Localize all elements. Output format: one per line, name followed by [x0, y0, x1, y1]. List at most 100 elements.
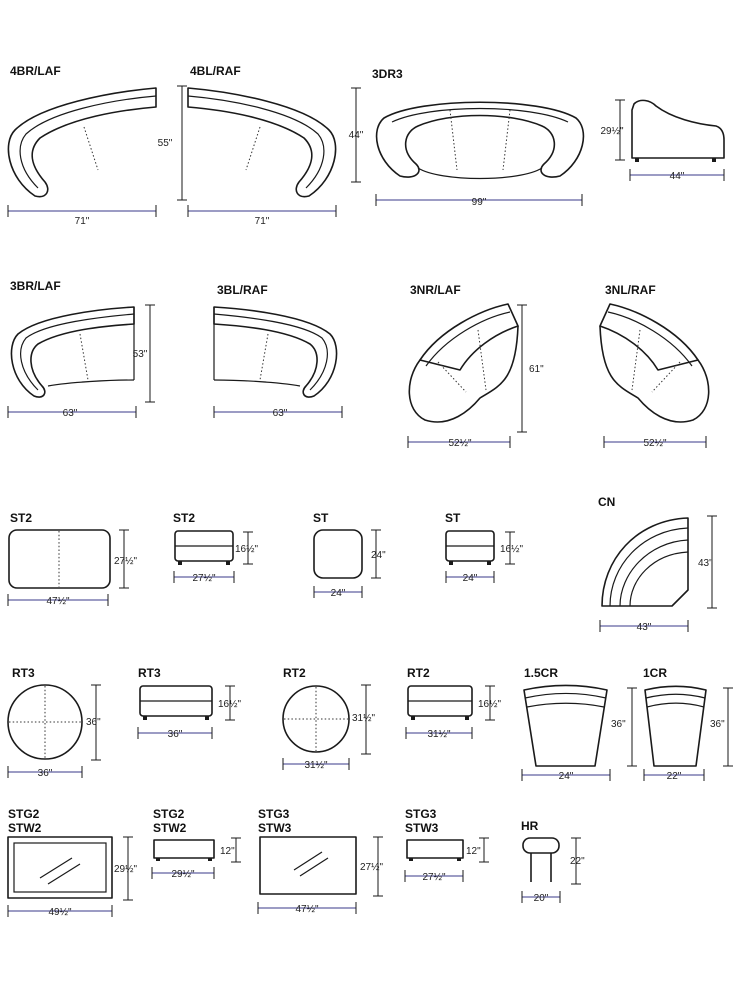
leg [487, 561, 491, 565]
leg [712, 158, 716, 162]
piece-hr: HR 20" 22" [521, 819, 585, 904]
chair-outline [523, 684, 608, 767]
piece-label-rt2: RT2 [283, 666, 306, 680]
corner-back-line [609, 527, 689, 607]
piece-label-stg3: STG3 [405, 807, 437, 821]
leg [208, 858, 212, 861]
width-dim-text: 52½" [448, 438, 471, 449]
side-outline [631, 99, 725, 159]
piece-label-st2: ST2 [10, 511, 32, 525]
chair-back-line [645, 693, 706, 699]
table-top-outline [259, 836, 357, 895]
corner-seat-line [629, 551, 689, 607]
wedge-outline [599, 303, 699, 371]
chair-outline [644, 685, 707, 767]
corner-outline [601, 517, 689, 607]
piece-label-1cr: 1CR [643, 666, 667, 680]
depth-dim-text: 61" [529, 364, 544, 375]
width-dim-text: 36" [38, 768, 53, 779]
leg [205, 716, 209, 720]
chair-seat-line [526, 702, 605, 708]
leg [226, 561, 230, 565]
piece-label-cn: CN [598, 495, 615, 509]
width-dim-text: 47½" [46, 596, 69, 607]
width-dim-text: 24" [559, 771, 574, 782]
width-dim-text: 71" [255, 216, 270, 227]
depth-dim-text: 31½" [352, 713, 375, 724]
piece-label-3br-laf: 3BR/LAF [10, 279, 61, 293]
glass-reflection-line [39, 857, 73, 879]
width-dim-text: 71" [75, 216, 90, 227]
piece-3nl-raf: 3NL/RAF 52½" [599, 283, 710, 449]
depth-dim-text: 43" [698, 558, 713, 569]
sofa-outline [7, 87, 157, 198]
piece-label-stw3: STW3 [405, 821, 439, 835]
glass-reflection-line [293, 851, 323, 871]
width-dim-text: 47½" [295, 904, 318, 915]
round-ottoman-top [7, 684, 83, 760]
width-dim-text: 44" [670, 171, 685, 182]
chair-back-line [524, 692, 607, 699]
width-dim-text: 43" [637, 622, 652, 633]
piece-label-4br-laf: 4BR/LAF [10, 64, 61, 78]
depth-dim-text: 44" [349, 130, 364, 141]
piece-label-stw2: STW2 [153, 821, 187, 835]
round-ottoman-top [282, 685, 350, 753]
leg [178, 561, 182, 565]
width-dim-text: 52½" [643, 438, 666, 449]
piece-st-side: ST 24" 16½" [445, 511, 523, 584]
piece-stg2-side: STG2 STW2 29½" 12" [151, 807, 241, 880]
depth-dim-text: 27½" [114, 556, 137, 567]
piece-cn: CN 43" 43" [598, 495, 717, 633]
piece-label-3nl-raf: 3NL/RAF [605, 283, 656, 297]
wedge-back-line [607, 311, 693, 367]
piece-label-stg3: STG3 [258, 807, 290, 821]
piece-1cr: 1CR 22" 36" [643, 666, 733, 782]
leg [411, 716, 415, 720]
piece-label-stg2: STG2 [153, 807, 185, 821]
piece-stg2-top: STG2 STW2 49½" 29½" [7, 807, 137, 918]
piece-3bl-raf: 3BL/RAF 63" [213, 283, 343, 419]
piece-label-rt3: RT3 [12, 666, 35, 680]
leg [635, 158, 639, 162]
sofa-back-line [19, 95, 157, 189]
height-dim-text: 16½" [500, 544, 523, 555]
depth-dim-text: 36" [710, 719, 725, 730]
piece-1-5cr: 1.5CR 24" 36" [521, 666, 637, 782]
piece-st-top: ST 24" 24" [313, 511, 386, 599]
piece-st2-side: ST2 27½" 16½" [173, 511, 258, 584]
height-dim-text: 12" [466, 846, 481, 857]
piece-3dr3: 3DR3 99" 44" [349, 67, 585, 208]
seam-line [437, 361, 467, 393]
piece-label-3dr3: 3DR3 [372, 67, 403, 81]
width-dim-text: 36" [168, 729, 183, 740]
sofa-outline [10, 306, 135, 398]
piece-label-3bl-raf: 3BL/RAF [217, 283, 268, 297]
piece-4br-laf: 4BR/LAF 71" 55" [7, 64, 187, 227]
sofa-outline [375, 101, 585, 178]
height-dim-text: 16½" [218, 699, 241, 710]
depth-dim-text: 36" [611, 719, 626, 730]
depth-dim-text: 53" [133, 349, 148, 360]
piece-stg3-top: STG3 STW3 47½" 27½" [257, 807, 383, 915]
piece-3nr-laf: 3NR/LAF 52½" 61" [407, 283, 544, 449]
sofa-back-line [213, 313, 328, 391]
depth-dim-text: 24" [371, 550, 386, 561]
ottoman-top-outline [8, 529, 111, 589]
width-dim-text: 22" [667, 771, 682, 782]
depth-dim-text: 36" [86, 717, 101, 728]
piece-label-rt3: RT3 [138, 666, 161, 680]
piece-rt3-side: RT3 36" 16½" [137, 666, 241, 740]
table-top-inner [13, 842, 107, 893]
width-dim-text: 31½" [304, 760, 327, 771]
piece-label-stw2: STW2 [8, 821, 42, 835]
glass-reflection-line [47, 863, 81, 885]
seam-line [83, 126, 99, 171]
seam-line [245, 126, 261, 171]
piece-side-profile: 44" 29½" [600, 99, 725, 182]
sofa-outline [187, 87, 337, 198]
width-dim-text: 24" [331, 588, 346, 599]
piece-label-4bl-raf: 4BL/RAF [190, 64, 241, 78]
piece-label-rt2: RT2 [407, 666, 430, 680]
